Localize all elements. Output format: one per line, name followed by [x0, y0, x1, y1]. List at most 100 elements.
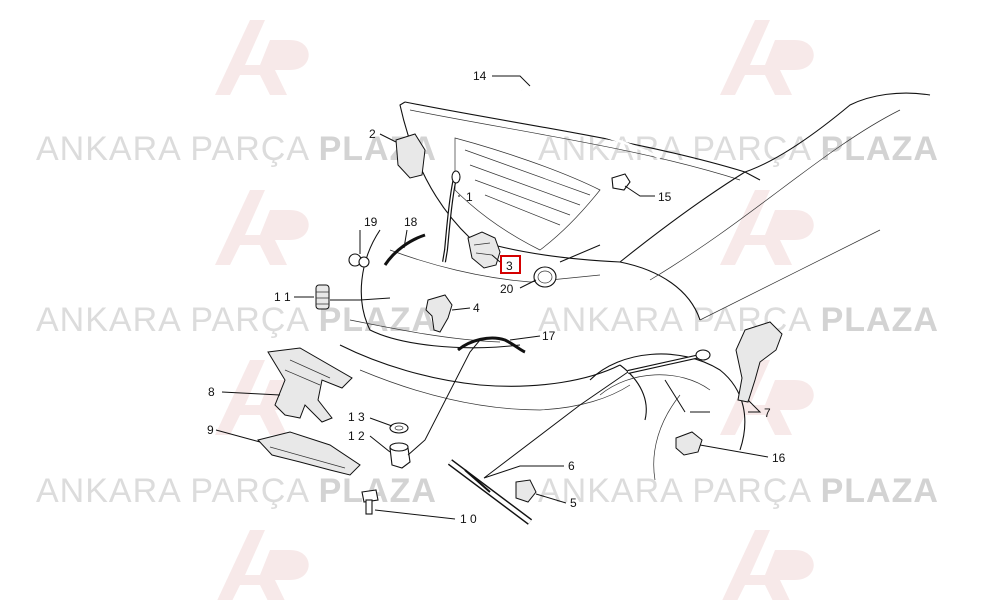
watermark-text: ANKARA PARÇA PLAZA	[538, 301, 939, 339]
callout-9: 9	[207, 423, 214, 437]
callout-labels: 14 2 1 3 20 19 18 1 1 4 17 8 9 1 3 1 2 1…	[207, 69, 786, 526]
beltline	[699, 229, 881, 321]
car-body-outline	[339, 92, 931, 481]
windshield-line	[744, 92, 931, 173]
watermark-logo	[215, 360, 309, 435]
lever-bracket	[675, 431, 703, 456]
leader-11-extension	[330, 297, 391, 301]
callout-5: 5	[570, 496, 577, 510]
fender-front	[619, 364, 647, 421]
hood-prop-rod-inner	[443, 177, 456, 263]
watermark-logo	[720, 20, 814, 95]
hood-seal-strip-inner	[521, 88, 661, 160]
watermark-text-group: ANKARA PARÇA PLAZA ANKARA PARÇA PLAZA AN…	[36, 130, 939, 510]
leader-12	[369, 435, 391, 453]
release-cable	[457, 336, 526, 354]
callout-6: 6	[568, 459, 575, 473]
washer-hole	[394, 425, 404, 431]
watermark-text: ANKARA PARÇA PLAZA	[36, 472, 437, 510]
callout-18: 18	[404, 215, 418, 229]
leader-3-extension	[559, 244, 601, 263]
leader-2	[379, 133, 397, 143]
leader-5	[535, 493, 567, 504]
leader-7	[747, 399, 762, 413]
callout-11: 1 1	[274, 290, 291, 304]
leader-4	[451, 307, 471, 311]
lower-bracket-detail	[284, 359, 331, 386]
washer	[389, 422, 409, 434]
callout-14: 14	[473, 69, 487, 83]
callout-8: 8	[208, 385, 215, 399]
wheel-arch-inner	[599, 374, 711, 396]
hood-right-edge	[619, 171, 746, 263]
callout-16: 16	[772, 451, 786, 465]
round-plug-inner	[537, 270, 553, 284]
bay-crossmember	[389, 249, 601, 283]
callout-13: 1 3	[348, 410, 365, 424]
leader-16	[699, 444, 769, 458]
under-tray-edge	[269, 446, 346, 469]
bolt-head	[361, 489, 379, 503]
cap-nut-top	[389, 442, 409, 452]
callout-10: 1 0	[460, 512, 477, 526]
release-lever	[735, 321, 783, 403]
headlight-upper	[349, 319, 501, 343]
watermark-logo	[720, 190, 814, 265]
lever-cable-inner	[627, 355, 701, 373]
hood-ribs	[464, 149, 591, 226]
grommet	[515, 479, 537, 503]
prop-rod-end	[451, 170, 461, 184]
callout-1: 1	[466, 190, 473, 204]
leader-20	[519, 279, 537, 289]
watermark-logos	[215, 20, 814, 600]
bumper-stop-cap	[358, 256, 370, 268]
leader-3	[491, 254, 501, 263]
bolt-shank	[365, 499, 373, 515]
callout-12: 1 2	[348, 429, 365, 443]
callout-4: 4	[473, 301, 480, 315]
round-plug	[533, 266, 557, 288]
leader-7-extension	[664, 379, 710, 413]
callout-15: 15	[658, 190, 672, 204]
wire-clip	[383, 233, 426, 266]
leader-13	[369, 417, 393, 427]
hood-top-edge	[404, 101, 761, 181]
hood-underside-panel	[454, 137, 601, 251]
gas-strut-rod	[464, 469, 491, 493]
callout-7: 7	[764, 406, 771, 420]
bumper-lower	[359, 369, 631, 411]
callout-3-highlight-box	[500, 255, 521, 274]
bumper-top	[339, 344, 621, 387]
leader-6	[483, 371, 629, 479]
leader-17	[509, 335, 541, 341]
watermark-text: ANKARA PARÇA PLAZA	[36, 130, 437, 168]
lever-cable-end	[695, 349, 711, 361]
insulation-pad	[395, 133, 426, 179]
watermark-logo	[722, 530, 814, 600]
callout-2: 2	[369, 127, 376, 141]
a-pillar-line	[649, 109, 901, 281]
leader-9	[215, 429, 261, 443]
leader-lines	[215, 75, 769, 520]
watermark-logo	[217, 530, 309, 600]
leader-14	[492, 75, 531, 87]
watermark-text: ANKARA PARÇA PLAZA	[36, 301, 437, 339]
latch-striker	[425, 294, 453, 333]
callout-3: 3	[506, 259, 513, 273]
leader-15	[624, 185, 655, 197]
callout-19: 19	[364, 215, 378, 229]
wheel-well-line	[653, 394, 681, 481]
leader-12-extension	[407, 339, 481, 456]
lower-bracket	[267, 347, 353, 423]
leader-8	[221, 391, 281, 396]
rubber-buffer-ribs	[316, 291, 329, 305]
hood-latch	[467, 231, 501, 269]
under-tray	[257, 431, 361, 476]
callout-17: 17	[542, 329, 556, 343]
watermark-logo	[215, 20, 309, 95]
engine-bay-rear	[469, 237, 701, 321]
hood-latch-detail	[473, 242, 493, 256]
watermark-text: ANKARA PARÇA PLAZA	[538, 472, 939, 510]
